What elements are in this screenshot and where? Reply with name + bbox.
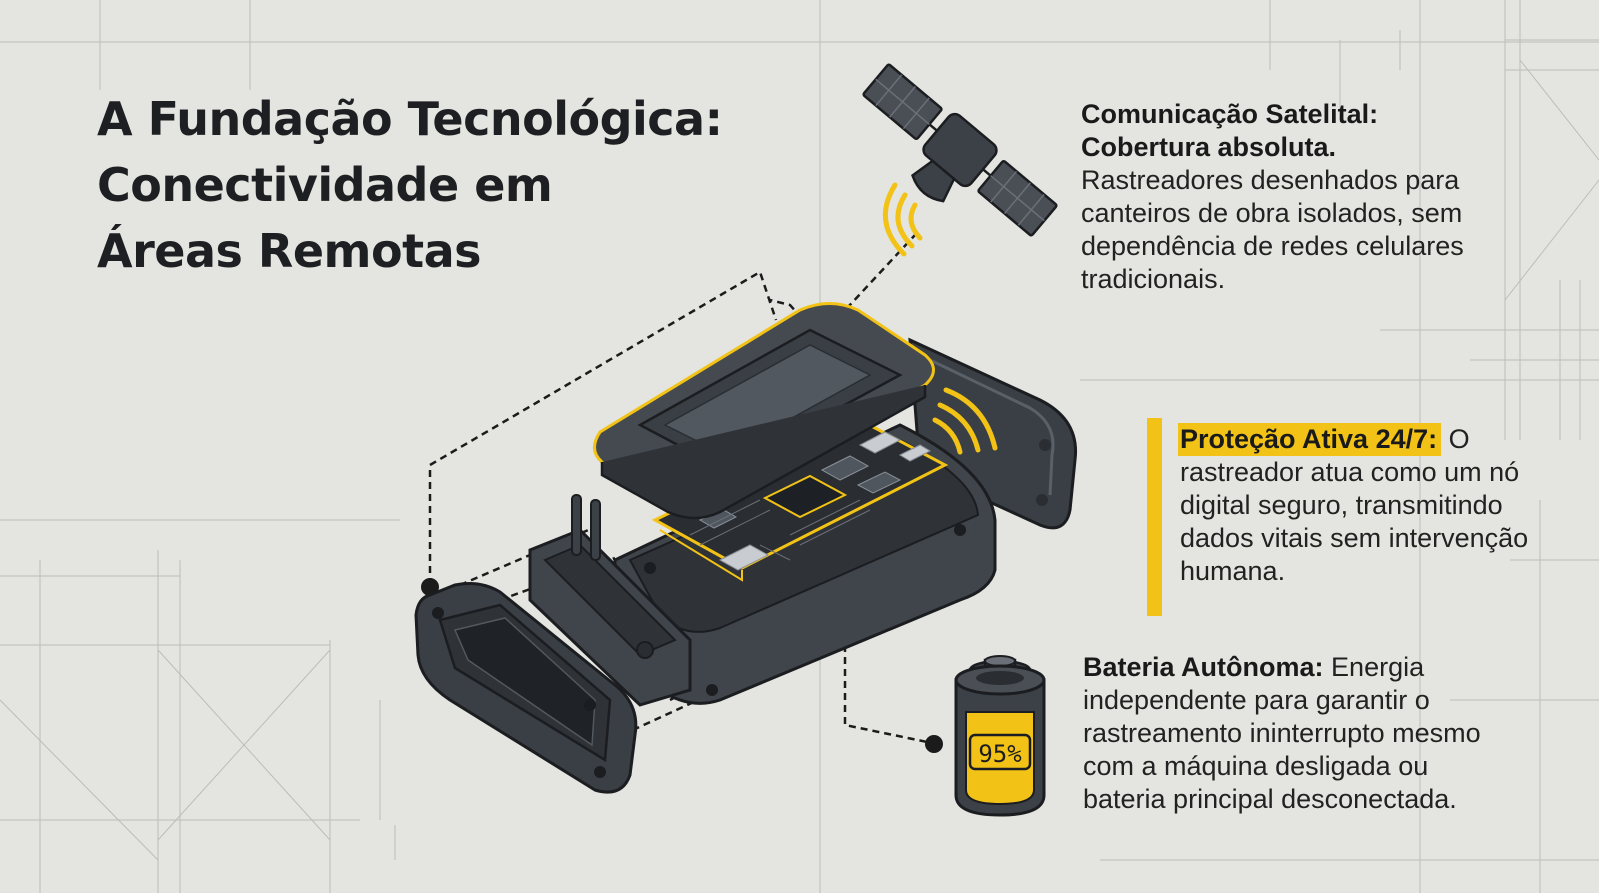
page-title: A Fundação Tecnológica: Conectividade em…	[97, 86, 797, 284]
protection-accent-bar	[1147, 418, 1162, 616]
battery-icon: 95%	[954, 655, 1046, 817]
chip-icon	[762, 474, 848, 519]
battery-label: 95%	[978, 740, 1022, 768]
antenna-icon	[528, 494, 692, 707]
protection-body: O rastreador atua como um nó digital seg…	[1180, 424, 1529, 586]
title-line-3: Áreas Remotas	[97, 224, 481, 278]
top-lid	[593, 302, 935, 520]
battery-body: Energia independente para garantir o ras…	[1083, 652, 1481, 814]
satellite-heading-1: Comunicação Satelital:	[1081, 99, 1379, 129]
battery-heading: Bateria Autônoma:	[1083, 652, 1324, 682]
title-line-2: Conectividade em	[97, 158, 553, 212]
circuit-board	[651, 418, 949, 582]
left-end-cap	[414, 582, 638, 794]
satellite-body: Rastreadores desenhados para canteiros d…	[1081, 165, 1464, 294]
satellite-heading-2: Cobertura absoluta.	[1081, 132, 1337, 162]
signal-waves-icon	[882, 182, 923, 257]
battery-callout: Bateria Autônoma: Energia independente p…	[1083, 651, 1503, 816]
protection-callout: Proteção Ativa 24/7: O rastreador atua c…	[1178, 423, 1580, 588]
satellite-icon	[862, 63, 1058, 237]
protection-heading: Proteção Ativa 24/7:	[1178, 423, 1442, 456]
satellite-callout: Comunicação Satelital: Cobertura absolut…	[1081, 98, 1501, 296]
title-line-1: A Fundação Tecnológica:	[97, 92, 723, 146]
